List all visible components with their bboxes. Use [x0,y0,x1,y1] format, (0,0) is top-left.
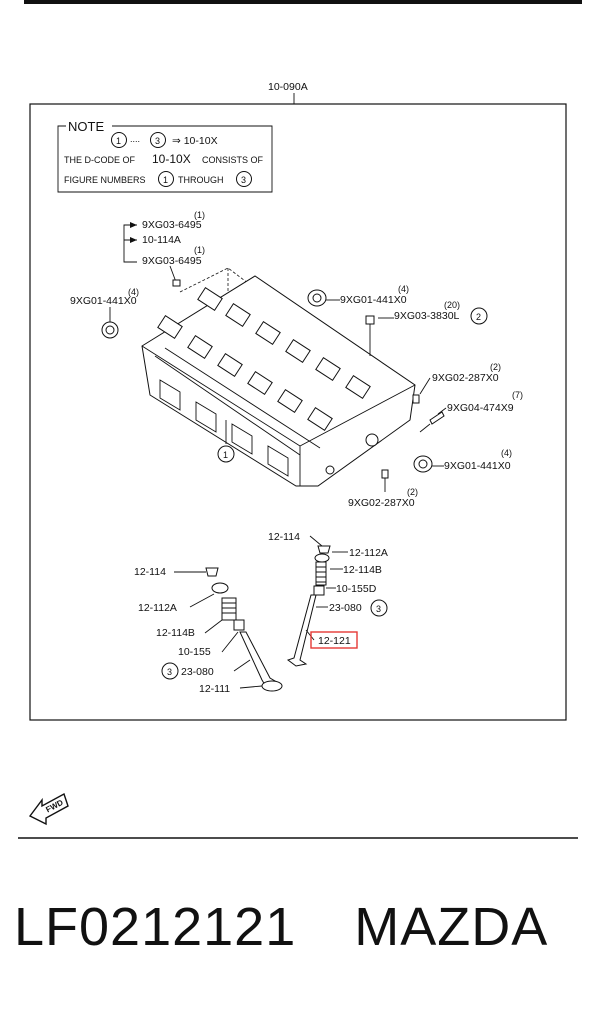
label-qty-4a: (4) [128,287,139,297]
valve-label-12-112a-right: 12-112A [349,547,388,559]
note-line2-code: 10-10X [152,152,191,166]
label-9xg04-474x9: 9XG04-474X9 [447,402,514,414]
label-9xg01-441x0-top: 9XG01-441X0 [340,294,407,306]
valve-label-12-112a-left: 12-112A [138,602,177,614]
label-9xg02-287x0-b: 9XG02-287X0 [348,497,415,509]
label-9xg02-287x0-a: 9XG02-287X0 [432,372,499,384]
note-line3-a: FIGURE NUMBERS [64,175,146,185]
note-circle-3: 3 [155,136,160,146]
valve-label-12-114b-right: 12-114B [343,564,382,576]
highlight-box [310,631,358,649]
valve-circle-3-right: 3 [376,604,381,614]
brand-name: MAZDA [354,897,549,957]
cylinder-head-assembly: 1 [141,267,416,487]
head-circle-1: 1 [223,450,228,460]
valve-label-12-121-highlight: 12-121 [318,635,351,647]
label-qty-4c: (4) [501,448,512,458]
valve-label-12-114-right: 12-114 [268,531,300,543]
footer-title: LF0212121 MAZDA [14,896,548,958]
label-9xg03-6495-a: 9XG03-6495 [142,219,202,231]
valve-label-10-155d: 10-155D [336,583,377,595]
label-qty-1b: (1) [194,245,205,255]
label-circle-2: 2 [476,312,481,322]
note-box: NOTE 1 .... 3 ⇒ 10-10X THE D-CODE OF 10-… [57,119,273,193]
top-rule [24,0,582,4]
note-line2-a: THE D-CODE OF [64,155,136,165]
label-qty-2a: (2) [490,362,501,372]
upper-right-labels: (4) 9XG01-441X0 (20) 9XG03-3830L 2 (2) 9… [307,284,523,509]
part-number: LF0212121 [14,897,297,957]
note-dots: .... [130,134,140,144]
note-line3-circle-1: 1 [163,175,168,185]
label-9xg01-441x0-right: 9XG01-441X0 [444,460,511,472]
label-9xg01-441x0-left: 9XG01-441X0 [70,295,137,307]
note-line3-circle-3: 3 [241,175,246,185]
diagram-code: 10-090A [268,81,308,93]
valve-label-12-111: 12-111 [199,683,230,695]
valve-train-parts: 12-114 12-112A 12-114B 10-155D 23-080 3 … [134,531,388,695]
note-arrow-code: ⇒ 10-10X [172,135,218,147]
label-9xg03-3830l: 9XG03-3830L [394,310,460,322]
label-qty-7: (7) [512,390,523,400]
valve-label-23-080-right: 23-080 [329,602,362,614]
label-9xg03-6495-b: 9XG03-6495 [142,255,202,267]
diagram-frame [29,103,567,721]
note-circle-1: 1 [116,136,121,146]
label-qty-4b: (4) [398,284,409,294]
label-qty-1a: (1) [194,210,205,220]
valve-label-23-080-left: 23-080 [181,666,214,678]
note-line2-b: CONSISTS OF [202,155,264,165]
fwd-arrow-icon: FWD [28,792,69,826]
label-10-114a: 10-114A [142,234,181,246]
label-qty-20: (20) [444,300,460,310]
label-qty-2b: (2) [407,487,418,497]
upper-left-labels: (1) 9XG03-6495 10-114A (1) 9XG03-6495 (4… [70,210,205,339]
note-line3-b: THROUGH [178,175,224,185]
valve-label-12-114-left: 12-114 [134,566,166,578]
valve-label-12-114b-left: 12-114B [156,627,195,639]
valve-circle-3-left: 3 [167,667,172,677]
valve-label-10-155: 10-155 [178,646,211,658]
note-title: NOTE [68,119,104,134]
